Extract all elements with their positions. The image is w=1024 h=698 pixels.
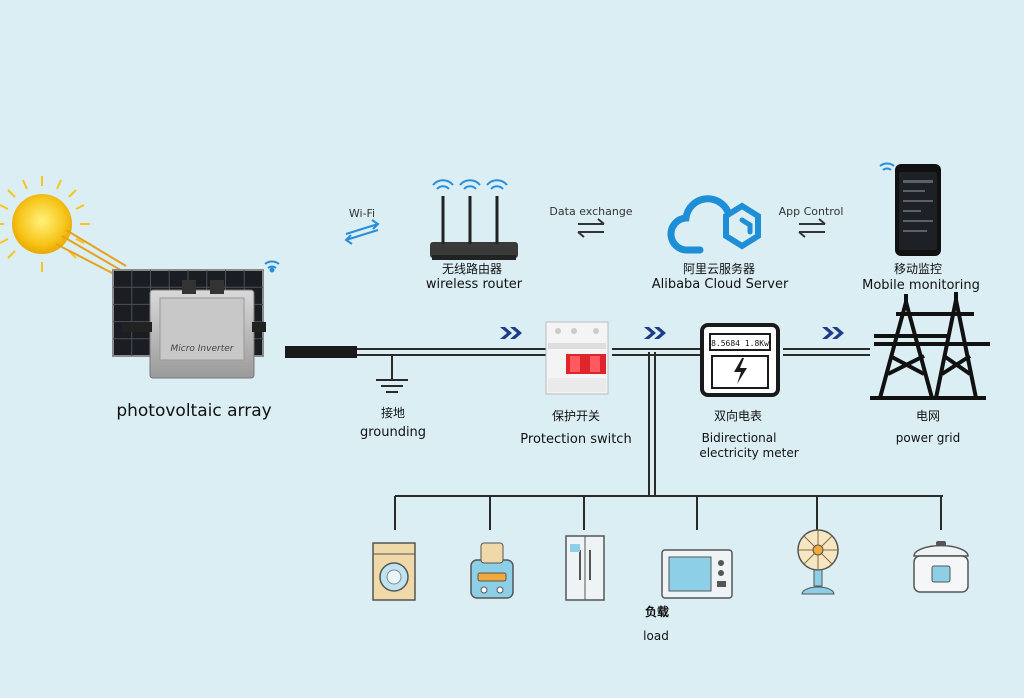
ground-symbol-icon [376, 355, 408, 393]
app-control-label: App Control [778, 205, 844, 218]
cloud-server-icon [667, 195, 761, 254]
load-label-en: load [643, 629, 669, 643]
microwave-icon [661, 549, 733, 599]
inverter-wifi-icon [264, 260, 280, 273]
rice-cooker-icon [913, 541, 969, 593]
washing-machine-icon [372, 542, 416, 601]
flow-arrow-2 [644, 327, 666, 339]
cloud-label-cn: 阿里云服务器 [682, 262, 756, 276]
meter-label-en-1: Bidirectional [701, 431, 777, 445]
meter-display: 8.5684 1.8Kw [711, 339, 769, 348]
data-exchange-arrows [577, 218, 605, 238]
router-label-en: wireless router [425, 277, 523, 292]
mobile-phone-icon [879, 162, 941, 256]
meter-label-en-2: electricity meter [699, 446, 799, 460]
main-bus-line [285, 346, 870, 358]
data-exchange-label: Data exchange [549, 205, 633, 218]
refrigerator-icon [565, 535, 605, 601]
wifi-exchange-arrows [344, 219, 380, 245]
mobile-label-en: Mobile monitoring [862, 278, 980, 293]
micro-inverter-icon: Micro Inverter [122, 280, 266, 379]
grid-label-cn: 电网 [915, 409, 941, 423]
wifi-label: Wi-Fi [348, 207, 376, 220]
grounding-label-en: grounding [359, 425, 427, 440]
wireless-router-icon [430, 179, 518, 260]
pv-array-label: photovoltaic array [116, 401, 272, 421]
cloud-label-en: Alibaba Cloud Server [651, 277, 789, 292]
meter-label-cn: 双向电表 [713, 409, 763, 423]
grounding-label-cn: 接地 [380, 406, 406, 420]
fan-icon [797, 529, 839, 595]
flow-arrow-1 [500, 327, 522, 339]
router-label-cn: 无线路由器 [441, 262, 503, 276]
power-tower-icon [870, 292, 990, 400]
mobile-label-cn: 移动监控 [893, 262, 943, 276]
electricity-meter-icon: 8.5684 1.8Kw [700, 323, 780, 397]
sun-icon [0, 176, 127, 277]
load-label-cn: 负载 [644, 605, 670, 619]
toaster-icon [470, 542, 514, 599]
load-distribution-lines [394, 352, 943, 530]
flow-arrow-3 [822, 327, 844, 339]
switch-label-en: Protection switch [520, 432, 632, 447]
grid-label-en: power grid [895, 431, 961, 445]
protection-switch-icon [545, 321, 609, 395]
switch-label-cn: 保护开关 [551, 409, 601, 423]
app-control-arrows [798, 218, 826, 238]
inverter-label: Micro Inverter [171, 344, 235, 354]
